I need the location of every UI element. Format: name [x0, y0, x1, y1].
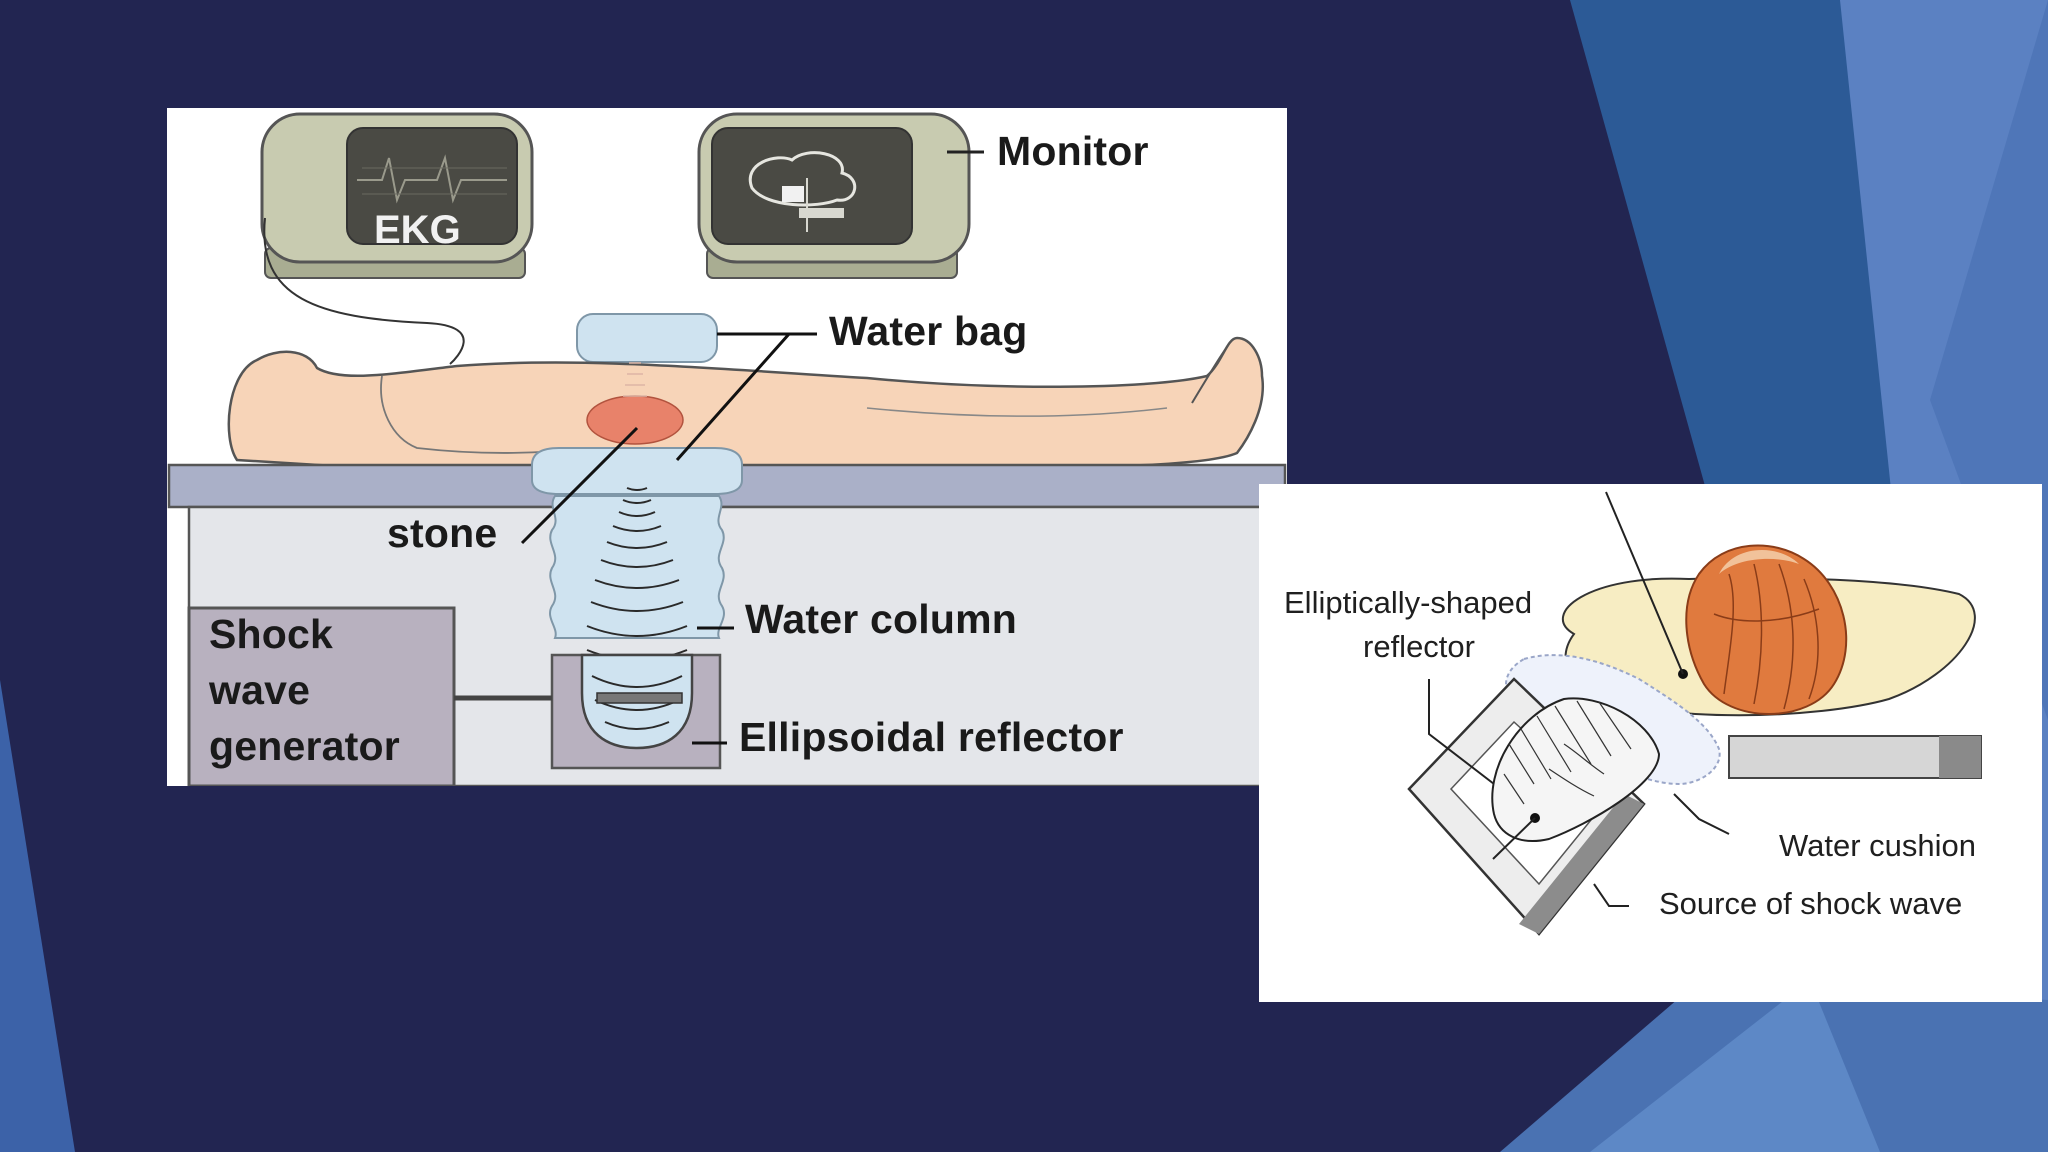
- kidney-cross-section: [1685, 544, 1848, 715]
- patient: [227, 336, 1265, 470]
- reflector-illustration: [1407, 491, 1982, 936]
- table-rail-shade: [1939, 736, 1981, 778]
- reflector-wave-lines: [1503, 700, 1632, 805]
- water-bag-label: Water bag: [829, 308, 1028, 354]
- bg-shape-left: [0, 680, 75, 1152]
- shock-wave-generator: [187, 606, 456, 786]
- generator-label-line3: generator: [209, 723, 400, 769]
- generator-label-line2: wave: [209, 667, 311, 713]
- stone-pointer: [1605, 491, 1684, 675]
- water-cushion-label: Water cushion: [1779, 828, 1976, 863]
- monitor-label: Monitor: [997, 128, 1149, 174]
- reflector-label-line1: Elliptically-shaped: [1284, 585, 1533, 620]
- lithotripsy-illustration: [167, 112, 1287, 786]
- kidney-texture: [1713, 563, 1820, 710]
- ellipsoidal-reflector-label: Ellipsoidal reflector: [739, 714, 1124, 760]
- ekg-screen-label: EKG: [374, 208, 461, 252]
- ekg-monitor: [260, 112, 534, 279]
- bg-shape-bottom-right-2: [1590, 980, 1880, 1152]
- ellipsoid-reflector: [1491, 697, 1661, 842]
- ekg-cable: [263, 217, 465, 365]
- generator-label-line1: Shock: [209, 611, 334, 657]
- source-of-shock-wave-label: Source of shock wave: [1659, 886, 1963, 921]
- water-column-label: Water column: [745, 596, 1017, 642]
- stone-label: stone: [387, 510, 498, 556]
- reflector-housing-shade: [1519, 794, 1644, 934]
- electrode: [596, 692, 683, 704]
- focused-shock-waves: [623, 362, 647, 397]
- reflector-label-line2: reflector: [1363, 629, 1475, 664]
- reflector-diagram-panel: Elliptically-shaped reflector Water cush…: [1259, 484, 2042, 1002]
- imaging-monitor: [697, 112, 971, 279]
- kidney: [586, 395, 684, 445]
- leader-lines: [1428, 679, 1730, 907]
- leader-lines: [520, 332, 817, 745]
- kidney-cap: [1719, 550, 1799, 574]
- water-cushion-top: [531, 447, 743, 495]
- lithotripsy-diagram-panel: EKG Monitor Water bag stone Water column…: [167, 108, 1287, 786]
- water-bag: [576, 313, 718, 363]
